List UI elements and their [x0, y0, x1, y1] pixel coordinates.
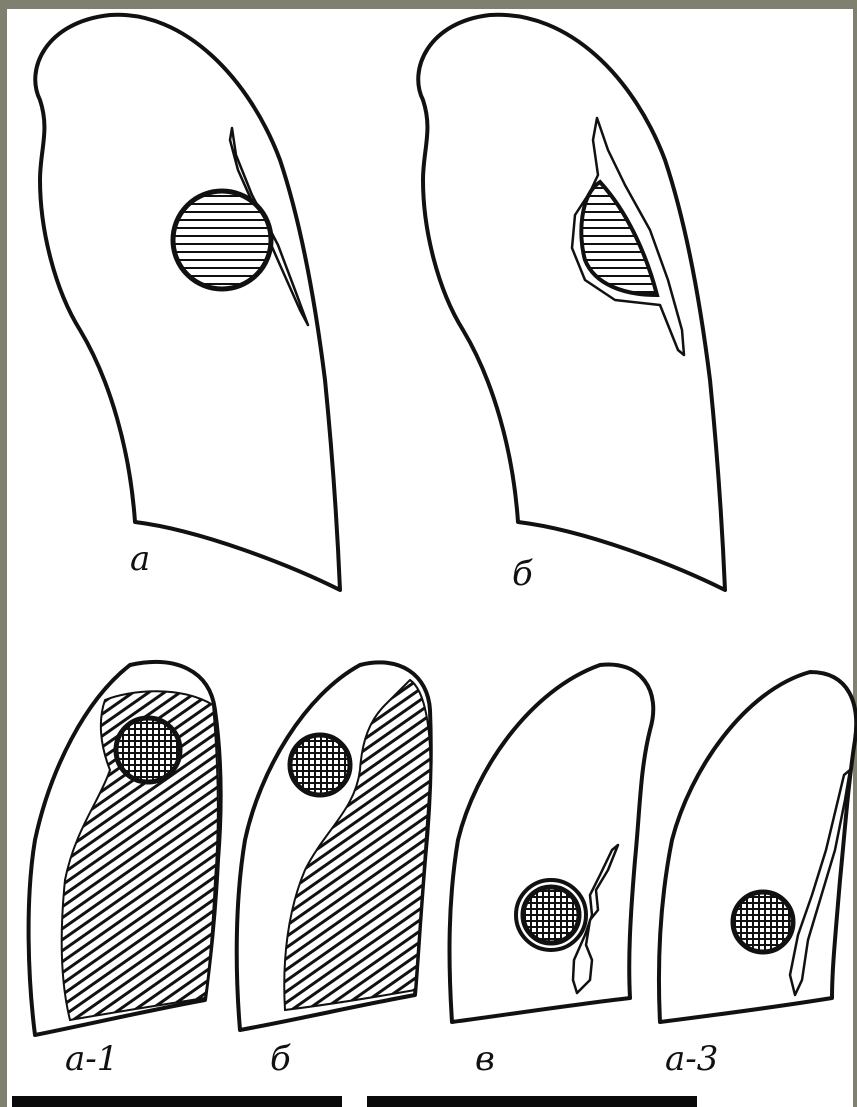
- divider-bar-left: [12, 1096, 342, 1107]
- round-focus: [116, 718, 180, 782]
- label-a1-bottom: а-1: [65, 1039, 118, 1079]
- lung-a1-bottom: [29, 662, 221, 1035]
- lung-b-bottom: [237, 662, 431, 1030]
- lung-v-bottom: [450, 664, 654, 1022]
- label-v-bottom: в: [475, 1039, 495, 1079]
- label-b-bottom: б: [270, 1039, 291, 1079]
- lung-b-top: [418, 15, 725, 590]
- round-focus: [290, 735, 350, 795]
- round-focus: [733, 892, 793, 952]
- round-shadow: [173, 191, 271, 289]
- lung-a-top: [35, 15, 340, 590]
- divider-bar-right: [367, 1096, 697, 1107]
- round-focus: [523, 887, 579, 943]
- label-a-top: а: [130, 539, 150, 579]
- label-a3-bottom: а-3: [665, 1039, 718, 1079]
- lung-a3-bottom: [659, 672, 856, 1022]
- label-b-top: б: [512, 554, 533, 594]
